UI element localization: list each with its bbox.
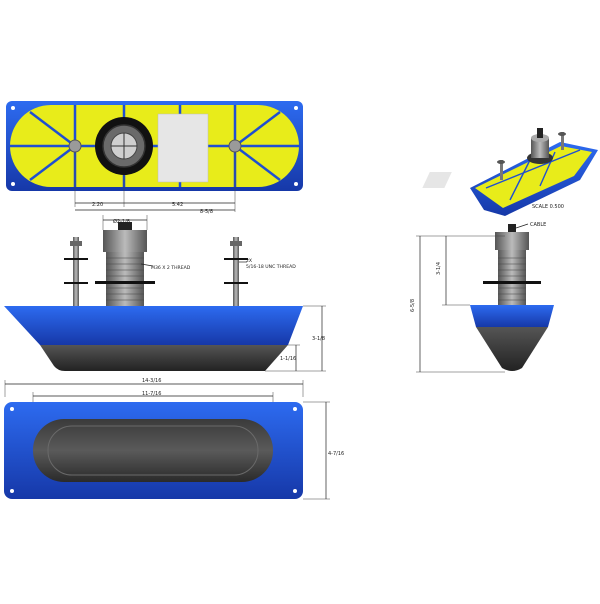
bolt-left [68,139,82,153]
side-view: Ø2-1/8 M3 [4,215,326,372]
side-thread-bolt-count: 2X [246,258,252,264]
iso-view: SCALE 0.500 [422,128,598,216]
side-housing-dark [40,345,288,371]
top-view: 2.20 5.42 8-5/8 [6,101,303,215]
side-stem [95,222,155,307]
side-thread-bolt: 5/16-18 UNC THREAD [246,264,296,270]
bottom-view: 14-3/16 11-7/16 4-7/16 [4,378,344,500]
side-dim-height: 3-1/8 [312,336,325,342]
end-view: CABLE 3-1/4 6-5/8 [410,222,554,373]
end-dim-upper: 3-1/4 [436,262,442,275]
end-housing-dark [476,327,548,371]
bottom-keel [33,419,273,482]
bottom-dim-overall: 14-3/16 [142,378,161,384]
side-dim-stem: Ø2-1/8 [113,218,130,225]
side-thread-main: M36 X 2 THREAD [151,265,191,271]
side-bolt-right [224,237,248,307]
side-housing-blue [4,306,303,345]
end-housing-blue [470,305,554,327]
bottom-dim-inner: 11-7/16 [142,391,161,397]
bolt-right [228,139,242,153]
side-dim-lower: 1-1/16 [280,356,296,362]
bottom-dim-width: 4-7/16 [328,451,344,457]
top-dim-overall: 8-5/8 [200,209,213,215]
end-dim-overall: 6-5/8 [410,299,416,312]
top-dim-left: 2.20 [92,202,103,208]
iso-scale: SCALE 0.500 [532,204,564,210]
end-cable-label: CABLE [530,222,546,228]
top-dim-middle: 5.42 [172,202,183,208]
side-bolt-left [64,237,88,307]
label-plate [157,113,209,183]
